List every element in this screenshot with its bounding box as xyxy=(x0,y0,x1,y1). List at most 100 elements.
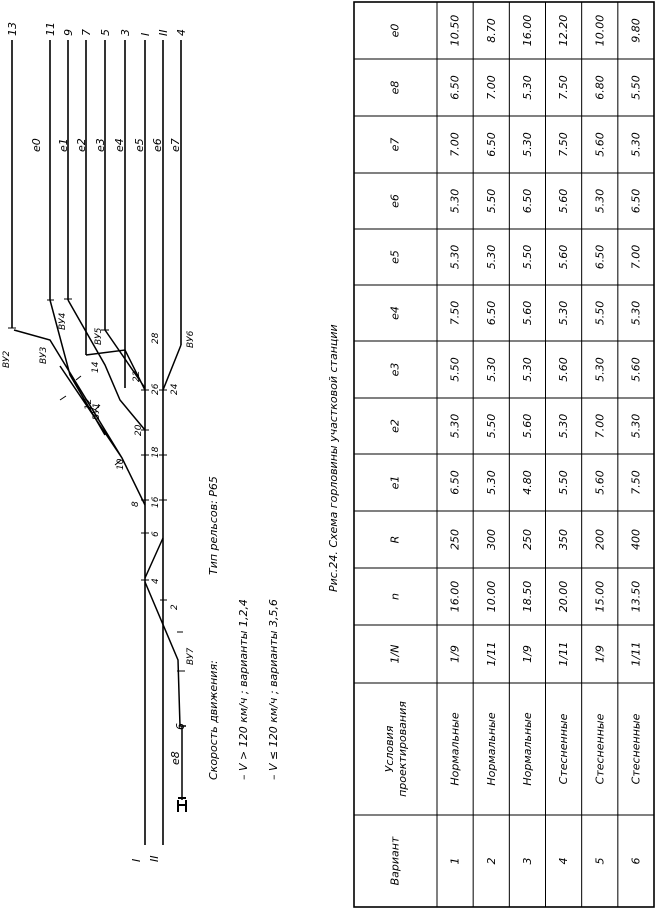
table-cell: 1/9 xyxy=(449,645,462,663)
derail-label: ВУ3 xyxy=(39,346,49,364)
table-variant-cell: 1 xyxy=(449,858,462,865)
table-cell: 5.30 xyxy=(593,189,606,214)
switch-number: 20 xyxy=(134,424,144,436)
table-header-cell: 1/N xyxy=(389,645,402,664)
segment-label: e3 xyxy=(94,138,107,152)
table-cell: 10.00 xyxy=(593,15,606,47)
table-header-cell: Вариант xyxy=(389,836,402,885)
table-cell: 12.20 xyxy=(557,15,570,47)
table-header-cell: R xyxy=(389,536,402,544)
table-cell: 16.00 xyxy=(449,581,462,613)
segment-label: e1 xyxy=(57,138,70,152)
table-cell: 15.00 xyxy=(593,581,606,613)
buffer-stop xyxy=(177,797,187,812)
special-labels: 6 e8 ВУ7 ВУ1 ВУ2 ВУ3 ВУ4 ВУ5 ВУ6 xyxy=(2,312,196,765)
table-cell: 6.50 xyxy=(449,75,462,100)
table-cell: 7.00 xyxy=(593,414,606,439)
parameters-table: ВариантУсловияпроектирования1/NnRe1e2e3e… xyxy=(353,1,655,908)
table-cell: 5.60 xyxy=(629,357,642,382)
segment-label: e0 xyxy=(30,138,43,152)
insulating-joints xyxy=(8,298,185,672)
speed-title: Скорость движения: xyxy=(207,660,220,780)
table-cell: 5.60 xyxy=(557,357,570,382)
track-scheme: I II 13 11 9 7 5 3 I II 4 e0 e1 e2 e3 e4… xyxy=(2,22,196,862)
derail-label: ВУ1 xyxy=(92,403,102,420)
derail-label: ВУ2 xyxy=(2,350,12,368)
segment-labels: e0 e1 e2 e3 e4 e5 e6 e7 xyxy=(30,138,182,152)
left-track-label: I xyxy=(130,859,143,862)
table-cell: Нормальные xyxy=(521,712,534,785)
table-cell: 8.70 xyxy=(485,18,498,43)
table-cell: 7.00 xyxy=(629,245,642,270)
table-cell: 5.30 xyxy=(485,470,498,495)
table-cell: 5.30 xyxy=(557,414,570,439)
table-cell: 200 xyxy=(593,529,606,550)
table-header-cell: e2 xyxy=(389,419,402,433)
table-header-cell: e8 xyxy=(389,81,402,95)
switch-number: 22 xyxy=(132,370,142,382)
table-cell: 5.50 xyxy=(485,189,498,214)
speed-variant-line: – V ≤ 120 км/ч ; варианты 3,5,6 xyxy=(267,599,280,780)
table-cell: 5.30 xyxy=(557,301,570,326)
table-cell: 10.00 xyxy=(485,581,498,613)
table-cell: 18.50 xyxy=(521,581,534,613)
table-cell: 6.80 xyxy=(593,75,606,100)
table-cell: Нормальные xyxy=(485,712,498,785)
table-variant-cell: 5 xyxy=(593,858,606,865)
table-cell: 6.50 xyxy=(593,245,606,270)
switch-number: 28 xyxy=(151,332,161,344)
table-cell: 20.00 xyxy=(557,581,570,613)
table-cell: 5.50 xyxy=(449,357,462,382)
table-cell: 6.50 xyxy=(449,470,462,495)
table-cell: 9.80 xyxy=(629,18,642,43)
table-header-cell: e4 xyxy=(389,306,402,320)
figure-caption: Рис.24. Схема горловины участковой станц… xyxy=(327,324,340,592)
table-cell: 250 xyxy=(449,529,462,550)
switch-number: 16 xyxy=(151,496,161,508)
table-header-cell: e7 xyxy=(389,138,402,152)
track-labels: I II 13 11 9 7 5 3 I II 4 xyxy=(6,22,188,862)
table-cell: 5.50 xyxy=(521,245,534,270)
table-cell: Стесненные xyxy=(593,713,606,784)
table-cell: 6.50 xyxy=(485,132,498,157)
table-cell: 6.50 xyxy=(485,301,498,326)
segment-label: e4 xyxy=(113,138,126,152)
switch-number: 24 xyxy=(170,383,180,395)
table-cell: 1/11 xyxy=(629,642,642,667)
table-cell: Стесненные xyxy=(629,713,642,784)
table-header-cell: Условияпроектирования xyxy=(383,701,409,797)
switch-number: 8 xyxy=(131,501,141,507)
switch-number: 26 xyxy=(151,383,161,395)
table-cell: 7.50 xyxy=(629,470,642,495)
switch-number: 2 xyxy=(170,604,180,610)
table-cell: 5.60 xyxy=(521,301,534,326)
segment-label: e6 xyxy=(151,138,164,152)
right-track-label: 5 xyxy=(99,29,112,36)
table-cell: 1/11 xyxy=(557,642,570,667)
derail-label: ВУ6 xyxy=(186,330,196,348)
table-cell: 5.60 xyxy=(593,470,606,495)
table-cell: 5.30 xyxy=(593,357,606,382)
table-variant-cell: 2 xyxy=(485,858,498,865)
table-cell: 350 xyxy=(557,529,570,550)
table-cell: 5.30 xyxy=(521,132,534,157)
table-cell: 5.30 xyxy=(449,189,462,214)
table-cell: 5.50 xyxy=(629,75,642,100)
table-cell: Стесненные xyxy=(557,713,570,784)
table-cell: 1/9 xyxy=(593,645,606,663)
left-track-label: II xyxy=(148,856,161,863)
table-cell: 6.50 xyxy=(521,189,534,214)
table-cell: 16.00 xyxy=(521,15,534,47)
rail-type: Тип рельсов: Р65 xyxy=(207,476,220,575)
switch-number: 4 xyxy=(151,578,161,584)
table-cell: 5.30 xyxy=(629,301,642,326)
segment-label: e2 xyxy=(75,138,88,152)
switch-number: 18 xyxy=(151,446,161,458)
table-header-cell: e3 xyxy=(389,363,402,377)
table-cell: 5.50 xyxy=(557,470,570,495)
table-cell: 5.30 xyxy=(485,357,498,382)
table-cell: 7.00 xyxy=(449,132,462,157)
table-cell: 5.30 xyxy=(449,414,462,439)
table-cell: 5.60 xyxy=(593,132,606,157)
